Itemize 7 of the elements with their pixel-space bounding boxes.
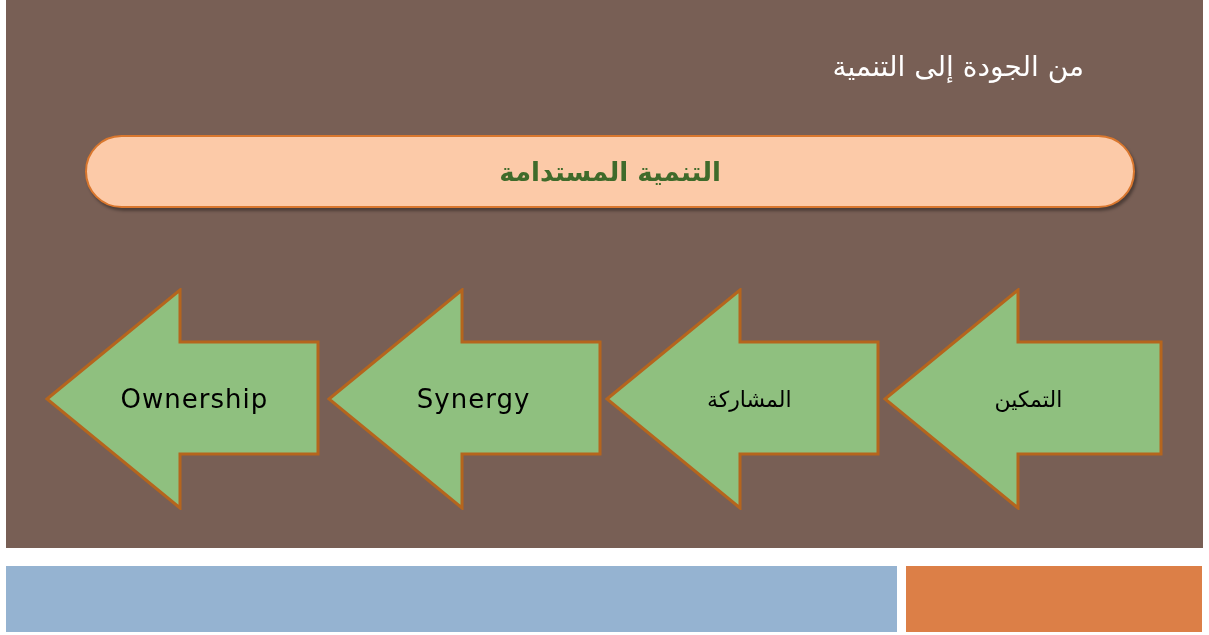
heading-text: من الجودة إلى التنمية xyxy=(832,50,1084,83)
arrow-label: التمكين xyxy=(994,386,1063,412)
arrow-label: المشاركة xyxy=(706,386,792,412)
arrow-label: Ownership xyxy=(120,384,269,414)
arrow-label: Synergy xyxy=(416,384,531,414)
rounded-banner xyxy=(85,135,1135,208)
banner-label: التنمية المستدامة xyxy=(499,156,721,187)
